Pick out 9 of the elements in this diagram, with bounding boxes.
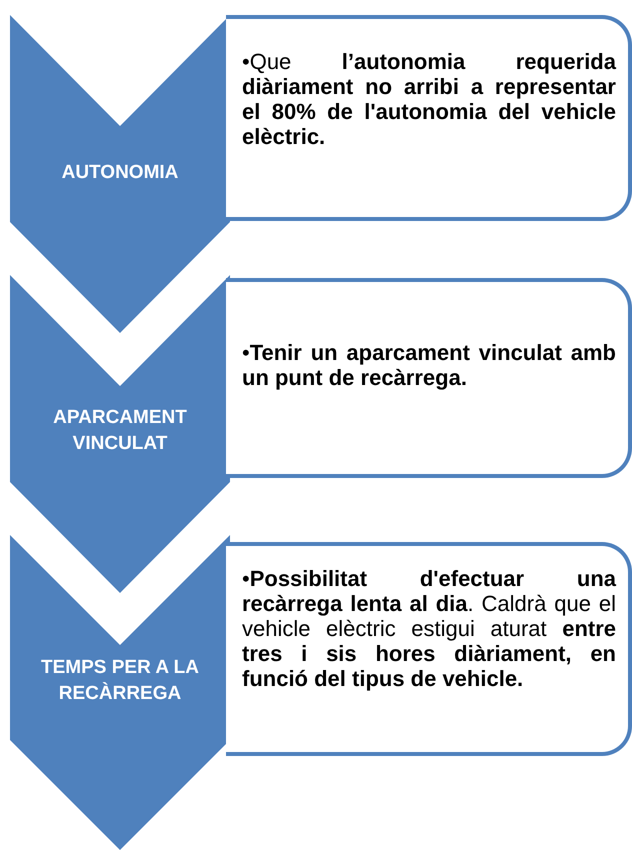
bullet-text: •Possibilitat d'efectuar una recàrrega lenta al dia. Caldrà que el vehicle elèctric estigui aturat entre tres i sis hores diàriament, en funció del tipus de vehicle. bbox=[242, 566, 616, 691]
chevron-label: APARCAMENT VINCULAT bbox=[52, 406, 188, 456]
text-box bbox=[226, 278, 632, 478]
chevron-label: AUTONOMIA bbox=[60, 161, 180, 185]
text-box bbox=[226, 542, 632, 756]
text-box bbox=[226, 15, 632, 221]
bullet-text: •Tenir un aparcament vinculat amb un punt de recàrrega. bbox=[242, 340, 616, 390]
bullet-text: •Que l’autonomia requerida diàriament no arribi a representar el 80% de l'autonomia del vehicle elèctric. bbox=[242, 49, 616, 149]
chevron-label: TEMPS PER A LA RECÀRREGA bbox=[40, 656, 200, 706]
